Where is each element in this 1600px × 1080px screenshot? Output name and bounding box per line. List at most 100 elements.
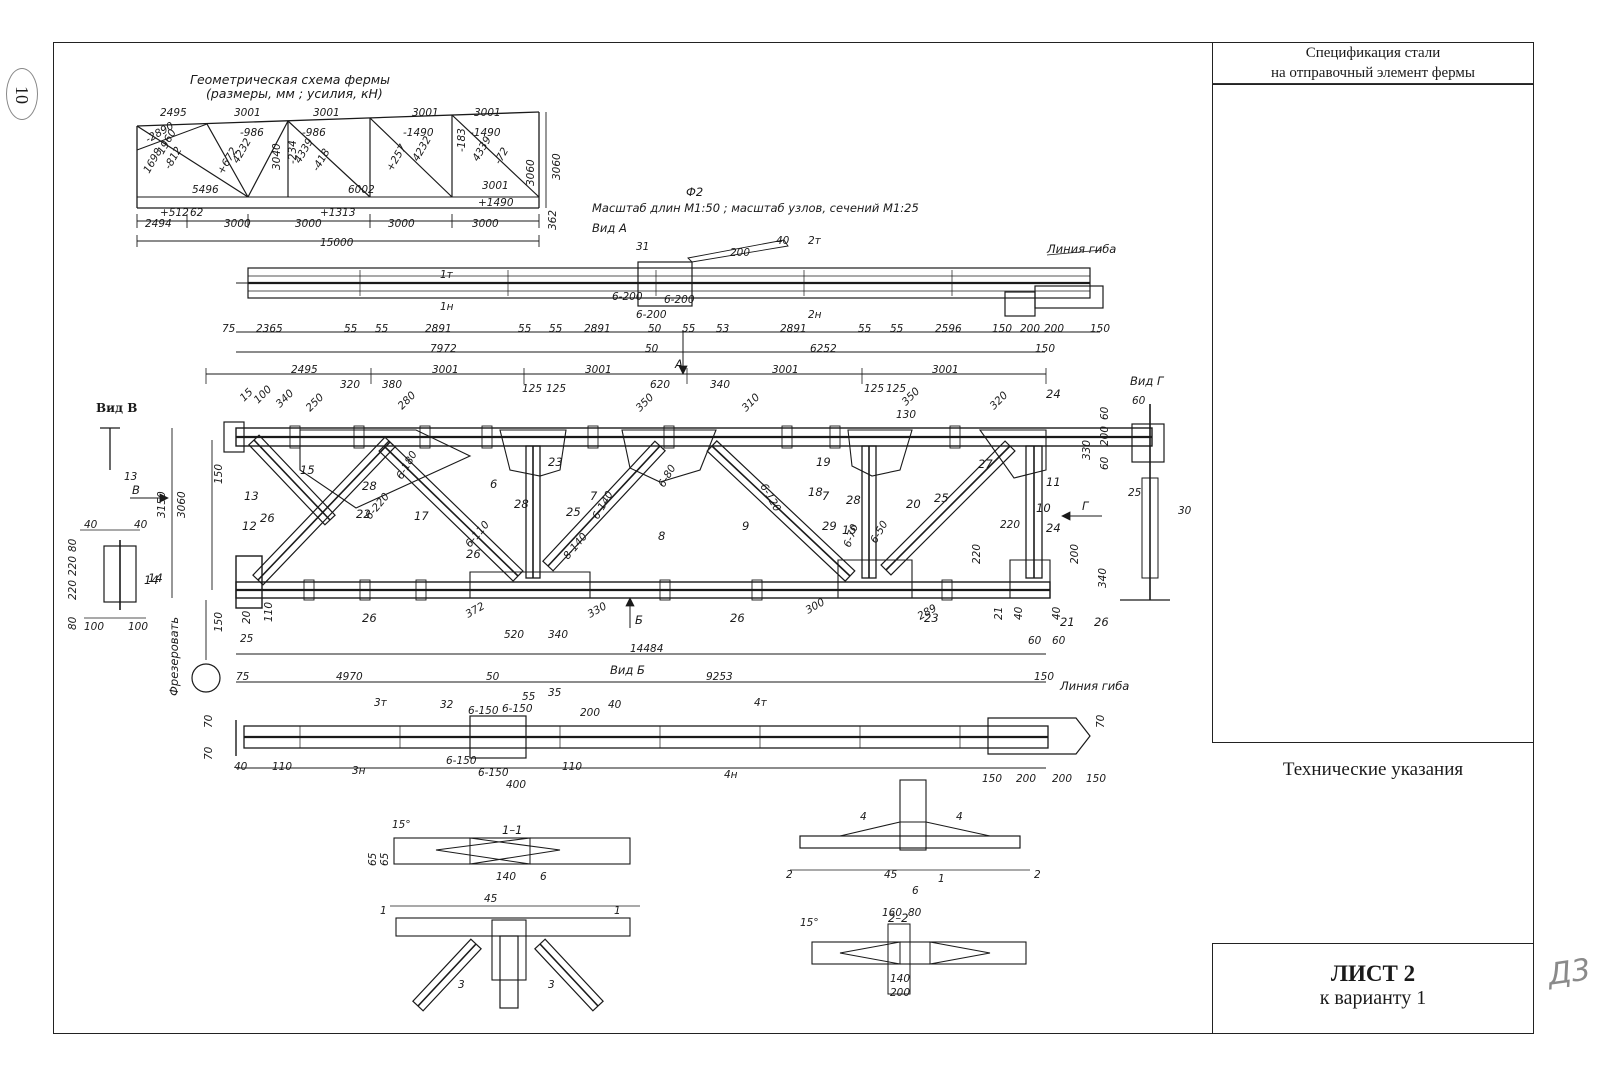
view-a-part-label: 2т: [808, 235, 822, 247]
main-part-mark: 24: [1046, 387, 1061, 401]
truss-mark: Ф2: [686, 185, 703, 199]
view-bb-bottom-dim: 400: [506, 779, 526, 791]
main-part-mark: 24: [1046, 521, 1061, 535]
section-1-1-outline: [393, 837, 631, 865]
top-chord-filler: [949, 425, 961, 449]
node-detail-vertical: [499, 935, 519, 1009]
view-a-part-label: 2н: [808, 309, 822, 321]
end-brace-diagonal: [248, 434, 336, 526]
view-a-bend-line: Линия гиба: [1046, 242, 1116, 256]
scheme-vert-value: -234: [287, 140, 299, 164]
scheme-top-force: -1490: [403, 127, 434, 139]
main-part-mark: 6: [490, 477, 497, 491]
top-node-dim: 6: [912, 885, 919, 897]
main-part-mark: 26: [466, 547, 481, 561]
view-a-dim: 50: [648, 323, 662, 335]
view-b-dim: 220: [67, 580, 79, 600]
top-chord-end-plate: [223, 421, 245, 453]
view-g-label: Вид Г: [1130, 374, 1165, 388]
top-chord-filler: [481, 425, 493, 449]
main-panel-dim: 3001: [772, 364, 799, 376]
main-node-dim-top: 350: [634, 391, 657, 414]
arrow-a-label: А: [674, 357, 683, 371]
truss-drawing: Геометрическая схема фермы(размеры, мм ;…: [67, 72, 1192, 1012]
main-node-dim-bottom: 520: [504, 629, 524, 641]
main-node-dim-top: 620: [650, 379, 670, 391]
scheme-bottom-force: +1313: [320, 207, 356, 219]
view-bb-local-dim: 40: [608, 699, 622, 711]
section-2-2-label: 2–2: [888, 911, 908, 925]
main-part-mark: 12: [242, 519, 257, 533]
view-g-dim: 200: [1069, 544, 1081, 564]
view-bb-part: 4н: [724, 769, 738, 781]
main-part-mark: 21: [1060, 615, 1075, 629]
view-bb-local-dim: 6-150: [468, 705, 499, 717]
scheme-top-force: -986: [302, 127, 326, 139]
scheme-bottom-dim: 3000: [472, 218, 499, 230]
main-part-mark: 18: [808, 485, 823, 499]
main-part-mark: 15: [300, 463, 315, 477]
main-node-dim-top: 340: [274, 387, 297, 410]
view-a-total: 50: [645, 343, 659, 355]
main-node-dim-bottom: 330: [586, 600, 610, 621]
top-chord-filler: [663, 425, 675, 449]
view-bb-local-dim: 55: [522, 691, 536, 703]
scheme-diag-force: -72: [492, 145, 511, 166]
gusset-top-3: [621, 429, 717, 483]
end-support-plate: [235, 555, 263, 609]
scheme-span-value: 15000: [320, 237, 354, 249]
main-height-dim: 150: [213, 612, 225, 632]
main-panel-dim: 3001: [585, 364, 612, 376]
main-panel-dim: 2495: [291, 364, 318, 376]
section-1-1-gusset: [435, 837, 531, 865]
bottom-chord-filler: [359, 579, 371, 601]
scheme-diagonal: [369, 117, 453, 198]
main-part-mark: 26: [1094, 615, 1109, 629]
view-bb-bend-plate: [987, 717, 1091, 755]
view-a-dim: 55: [344, 323, 358, 335]
bottom-chord-filler: [303, 579, 315, 601]
diagonal-1: [252, 436, 396, 586]
view-a-dim: 75: [222, 323, 236, 335]
scheme-bottom-dim: 3000: [295, 218, 322, 230]
arrow-g-head: [1061, 511, 1071, 521]
view-b-dim: 100: [84, 621, 104, 633]
top-node-dim: 45: [884, 869, 898, 881]
node-detail-diagonal: [412, 938, 482, 1012]
view-bb-local-dim: 6-150: [446, 755, 477, 767]
bottom-chord-filler: [751, 579, 763, 601]
specification-header: Спецификация стали на отправочный элемен…: [1212, 42, 1534, 84]
main-part-mark: 26: [362, 611, 377, 625]
bottom-chord-filler: [659, 579, 671, 601]
main-height-dim: 3060: [176, 491, 188, 518]
technical-notes-title: Технические указания: [1282, 759, 1464, 780]
section-2-2-dim: 160: [882, 907, 902, 919]
node-detail-dim: 3: [548, 979, 555, 991]
main-node-dim-bottom: 60: [1028, 635, 1042, 647]
main-part-mark: 26: [730, 611, 745, 625]
node-detail-diagonal-axis: [539, 943, 599, 1007]
view-bb-top-dim: 50: [486, 671, 500, 683]
main-node-dim-bottom: 340: [548, 629, 568, 641]
view-g-dim: 220: [1000, 519, 1020, 531]
view-bb-top-dim: 4970: [336, 671, 363, 683]
main-weld-label: 6-120: [757, 482, 783, 515]
view-g-plate: [1131, 423, 1165, 463]
section-2-2-gusset: [929, 941, 991, 965]
view-a-dim: 2891: [425, 323, 452, 335]
scheme-diagonal: [247, 120, 289, 198]
view-bb-part: 4т: [754, 697, 768, 709]
view-bb-bottom-dim: 150: [982, 773, 1002, 785]
main-part-mark: 26: [260, 511, 275, 525]
scheme-vert-value: 3040: [271, 143, 283, 170]
scheme-diagonal: [451, 114, 540, 198]
view-a-part-label: 40: [776, 235, 790, 247]
section-1-1-gusset: [469, 837, 561, 865]
view-bb-bottom-dim: 200: [1016, 773, 1036, 785]
scheme-top-panel-length: 3001: [474, 107, 501, 119]
spec-title-line2: на отправочный элемент фермы: [1270, 65, 1475, 81]
view-a-dim: 55: [858, 323, 872, 335]
section-1-1-label: 1–1: [502, 823, 522, 837]
main-node-dim-top: 340: [710, 379, 730, 391]
view-a-dim: 150: [1090, 323, 1110, 335]
